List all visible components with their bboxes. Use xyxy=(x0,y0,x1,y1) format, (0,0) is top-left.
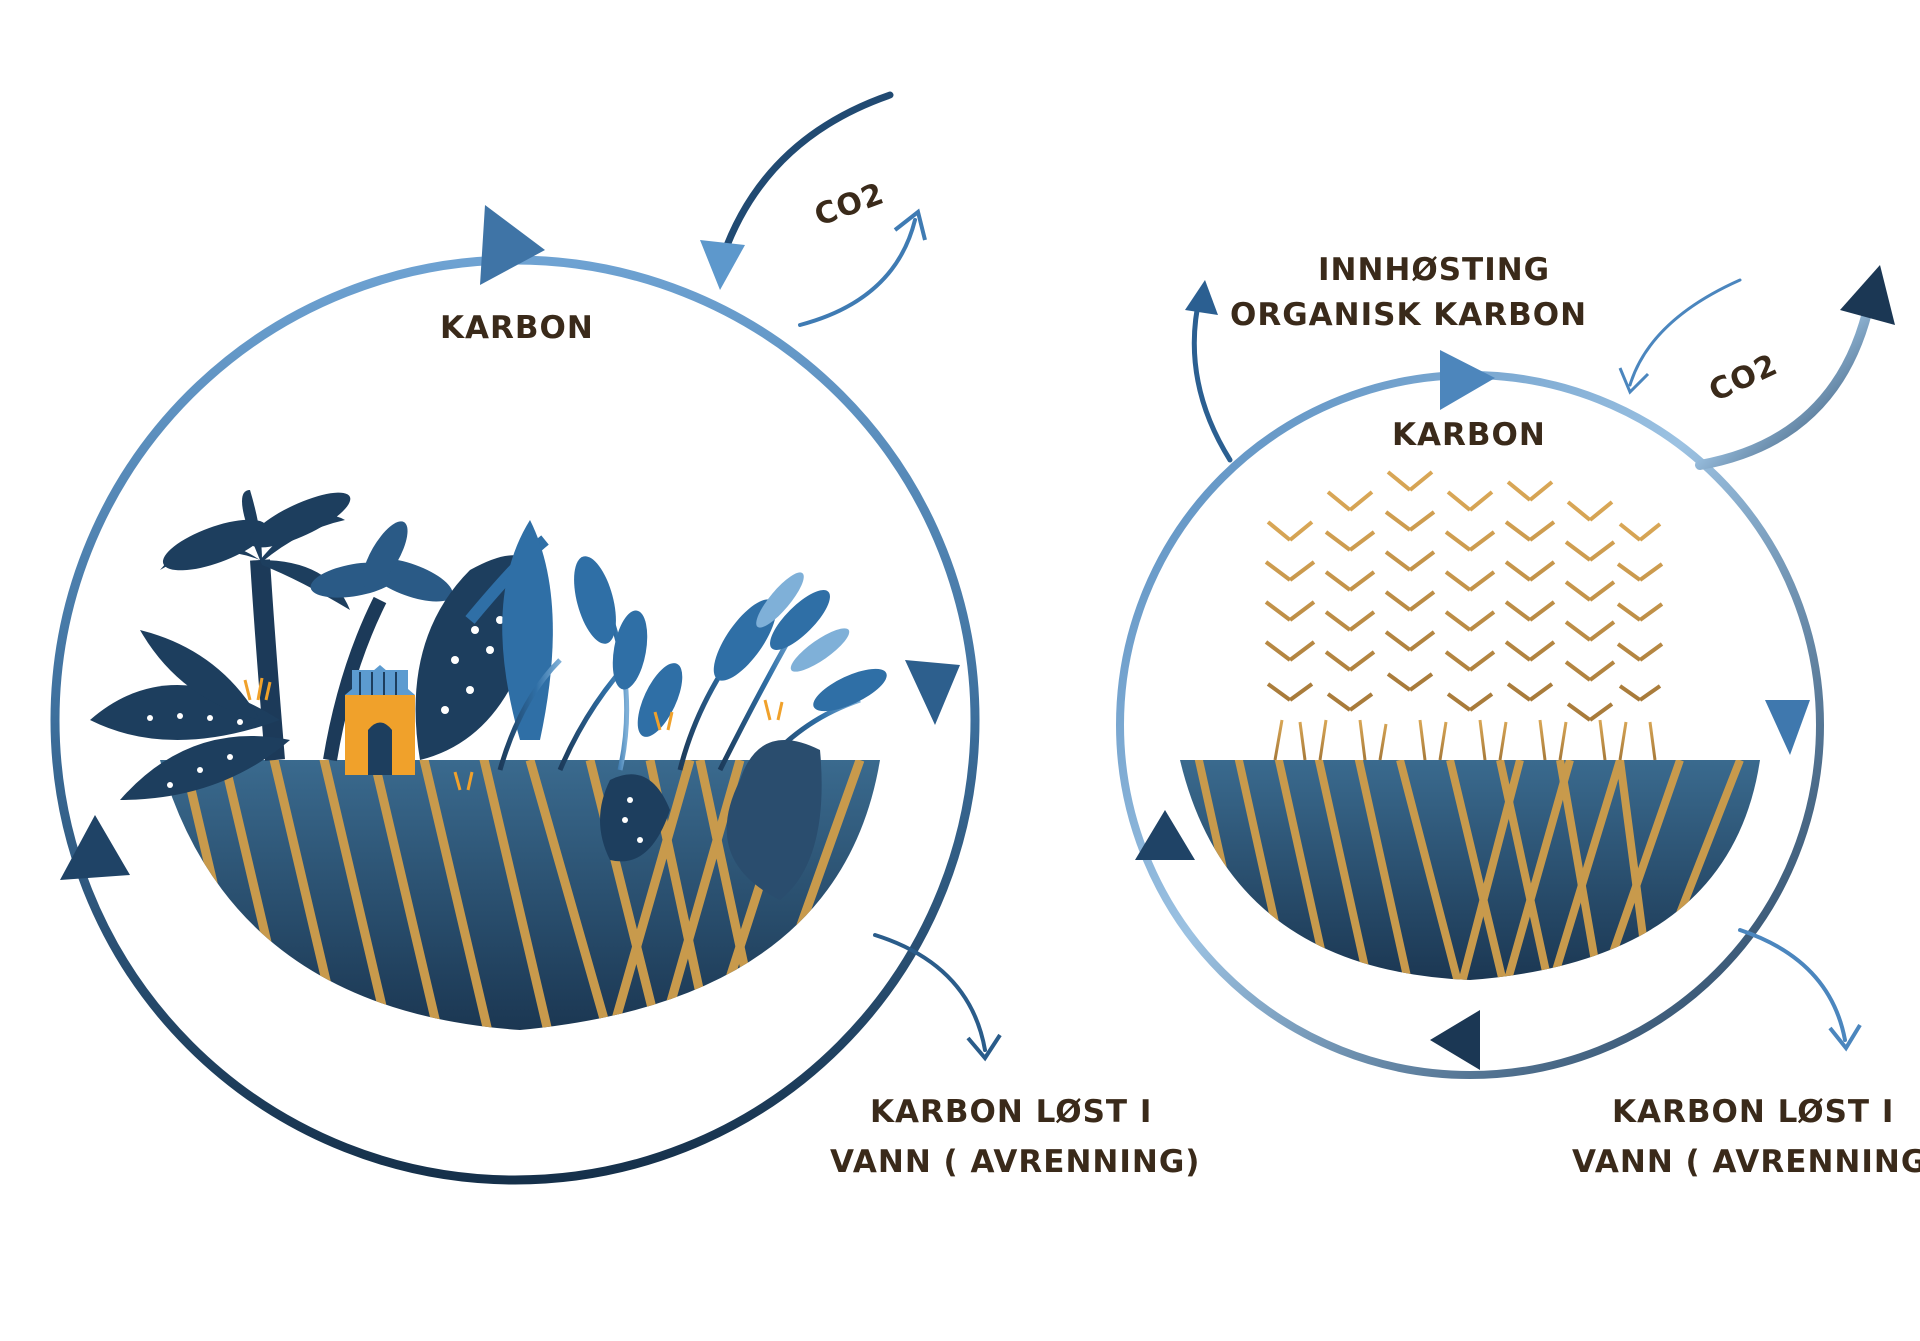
left-co2-label: CO2 xyxy=(810,176,889,233)
right-harvest-head-icon xyxy=(1185,280,1218,315)
tropical-plants-icon xyxy=(90,490,887,900)
left-co2-in-head-icon xyxy=(700,240,745,290)
right-ring-arrow-right-icon xyxy=(1765,700,1810,755)
left-cycle: KARBON CO2 KARBON LØST I VANN ( AVRENNIN… xyxy=(50,91,1200,1185)
left-runoff-head-icon xyxy=(966,1033,1002,1062)
left-ring-arrow-right-icon xyxy=(905,660,960,725)
wheat-crops-icon xyxy=(1264,470,1664,761)
right-soil xyxy=(1180,760,1760,980)
left-karbon-label: KARBON xyxy=(440,310,594,346)
right-co2-label: CO2 xyxy=(1704,347,1784,409)
right-harvest-label-line2: ORGANISK KARBON xyxy=(1230,297,1587,333)
right-co2-in-head-icon xyxy=(1618,367,1650,395)
left-runoff-label-line1: KARBON LØST I xyxy=(870,1094,1152,1130)
right-cycle: INNHØSTING ORGANISK KARBON KARBON CO2 KA… xyxy=(1116,252,1920,1180)
right-co2-out-head-icon xyxy=(1840,265,1895,325)
house-icon xyxy=(345,665,415,775)
right-harvest-arrow-icon xyxy=(1191,292,1233,463)
right-karbon-label: KARBON xyxy=(1392,417,1546,453)
right-harvest-label-line1: INNHØSTING xyxy=(1318,252,1550,288)
right-co2-out-arrow-icon xyxy=(1695,295,1875,470)
left-co2-out-arrow-icon xyxy=(798,218,917,327)
right-runoff-label-line1: KARBON LØST I xyxy=(1612,1094,1894,1130)
right-ring-arrow-top-icon xyxy=(1440,350,1495,410)
right-runoff-label-line2: VANN ( AVRENNING) xyxy=(1572,1144,1920,1180)
right-ring-arrow-bottom-icon xyxy=(1430,1010,1480,1070)
left-runoff-label-line2: VANN ( AVRENNING) xyxy=(830,1144,1200,1180)
right-ring-arrow-left-icon xyxy=(1135,810,1195,860)
left-runoff-arrow-icon xyxy=(873,933,987,1052)
left-co2-out-head-icon xyxy=(893,208,927,241)
left-co2-in-arrow-icon xyxy=(716,91,894,269)
right-runoff-arrow-icon xyxy=(1738,928,1847,1042)
right-co2-in-arrow-icon xyxy=(1628,278,1742,387)
right-runoff-head-icon xyxy=(1828,1023,1862,1052)
left-ring-arrow-left-icon xyxy=(60,815,130,880)
left-ring-arrow-top-icon xyxy=(480,205,545,285)
